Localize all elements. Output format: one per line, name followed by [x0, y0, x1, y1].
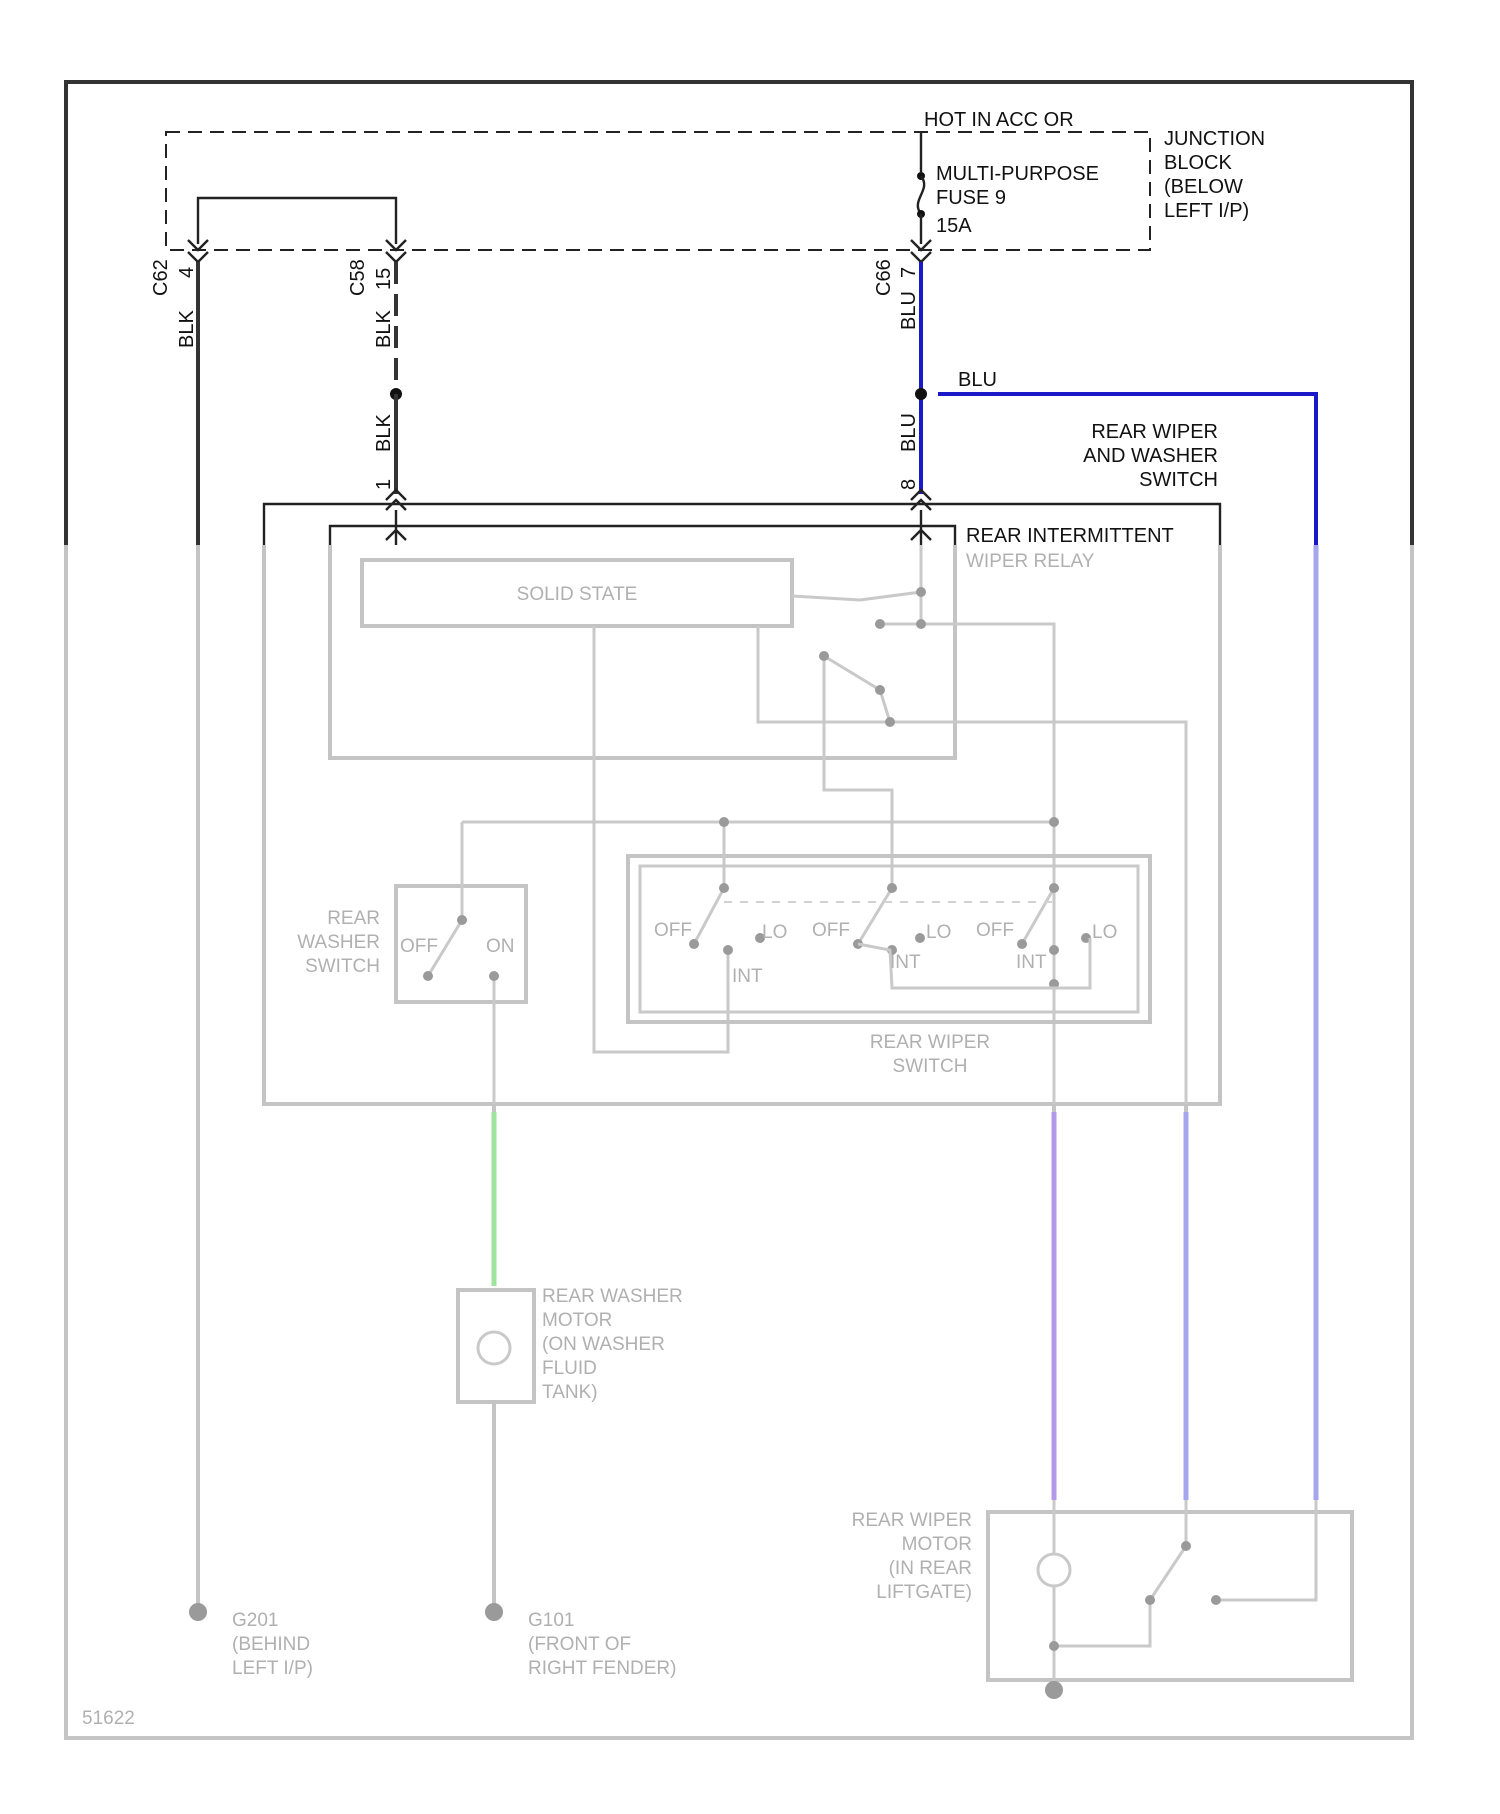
c62-pin-label: 4 [176, 267, 198, 278]
svg-text:WIPER RELAY: WIPER RELAY [966, 551, 1095, 572]
c58-wire-color-label: BLK [373, 310, 395, 348]
svg-text:51622: 51622 [82, 1708, 135, 1729]
blu-lower-wire-label: BLU [898, 413, 920, 452]
svg-text:(BEHIND: (BEHIND [232, 1634, 310, 1655]
svg-text:OFF: OFF [812, 920, 850, 941]
svg-text:TANK): TANK) [542, 1382, 598, 1403]
hot-in-acc-label: HOT IN ACC OR [924, 109, 1074, 131]
blu-splice [915, 388, 927, 400]
svg-text:REAR: REAR [327, 908, 380, 929]
svg-text:SWITCH: SWITCH [893, 1056, 968, 1077]
svg-text:REAR WASHER: REAR WASHER [542, 1286, 683, 1307]
fuse-9-label: MULTI-PURPOSE FUSE 9 15A [936, 163, 1099, 237]
svg-text:(IN REAR: (IN REAR [889, 1558, 972, 1579]
svg-text:LIFTGATE): LIFTGATE) [876, 1582, 972, 1603]
svg-text:SWITCH: SWITCH [1139, 469, 1218, 491]
svg-text:SOLID STATE: SOLID STATE [517, 584, 638, 605]
svg-text:(ON WASHER: (ON WASHER [542, 1334, 665, 1355]
svg-text:LEFT I/P): LEFT I/P) [232, 1658, 313, 1679]
svg-text:OFF: OFF [976, 920, 1014, 941]
svg-text:FUSE 9: FUSE 9 [936, 187, 1006, 209]
svg-text:(BELOW: (BELOW [1164, 176, 1243, 198]
blk-lower-wire-label: BLK [373, 414, 395, 452]
svg-text:15A: 15A [936, 215, 972, 237]
svg-text:LO: LO [1092, 922, 1117, 943]
blu-branch-label: BLU [958, 369, 997, 391]
svg-text:OFF: OFF [654, 920, 692, 941]
pin-8-label: 8 [898, 479, 920, 490]
svg-text:ON: ON [486, 936, 515, 957]
svg-text:FLUID: FLUID [542, 1358, 597, 1379]
svg-text:MOTOR: MOTOR [902, 1534, 972, 1555]
rear-wiper-washer-switch-label: REAR WIPER AND WASHER SWITCH [1083, 421, 1218, 491]
c58-pin-label: 15 [373, 268, 395, 290]
svg-text:REAR WIPER: REAR WIPER [852, 1510, 972, 1531]
svg-text:RIGHT FENDER): RIGHT FENDER) [528, 1658, 676, 1679]
c66-pin-label: 7 [898, 267, 920, 278]
faded-lower-section: WIPER RELAY SOLID STATE REAR WASHER SWIT… [82, 545, 1352, 1729]
blu-branch-wire [938, 394, 1316, 545]
c62-connector-label: C62 [150, 259, 172, 296]
svg-text:LEFT I/P): LEFT I/P) [1164, 200, 1249, 222]
svg-text:LO: LO [926, 922, 951, 943]
c66-connector-label: C66 [873, 259, 895, 296]
svg-text:MULTI-PURPOSE: MULTI-PURPOSE [936, 163, 1099, 185]
svg-text:INT: INT [732, 966, 763, 987]
c58-connector-label: C58 [347, 259, 369, 296]
c66-wire-color-label: BLU [898, 291, 920, 330]
rear-intermittent-label: REAR INTERMITTENT [966, 525, 1174, 547]
junction-block-title: JUNCTION BLOCK (BELOW LEFT I/P) [1164, 128, 1265, 222]
svg-text:REAR WIPER: REAR WIPER [1091, 421, 1218, 443]
pin-1-label: 1 [373, 479, 395, 490]
svg-text:G201: G201 [232, 1610, 278, 1631]
svg-text:REAR WIPER: REAR WIPER [870, 1032, 990, 1053]
junction-jumper-wire [198, 198, 396, 244]
svg-text:MOTOR: MOTOR [542, 1310, 612, 1331]
svg-text:INT: INT [1016, 952, 1047, 973]
svg-text:WASHER: WASHER [297, 932, 380, 953]
svg-text:BLOCK: BLOCK [1164, 152, 1232, 174]
outer-frame-bottom [66, 545, 1412, 1738]
svg-text:INT: INT [890, 952, 921, 973]
c62-wire-color-label: BLK [176, 310, 198, 348]
svg-text:LO: LO [762, 922, 787, 943]
svg-text:(FRONT OF: (FRONT OF [528, 1634, 631, 1655]
svg-text:G101: G101 [528, 1610, 574, 1631]
fuse-9-symbol [918, 176, 924, 214]
svg-text:OFF: OFF [400, 936, 438, 957]
svg-text:AND WASHER: AND WASHER [1083, 445, 1218, 467]
relay-box [330, 526, 955, 545]
svg-text:JUNCTION: JUNCTION [1164, 128, 1265, 150]
svg-text:SWITCH: SWITCH [305, 956, 380, 977]
